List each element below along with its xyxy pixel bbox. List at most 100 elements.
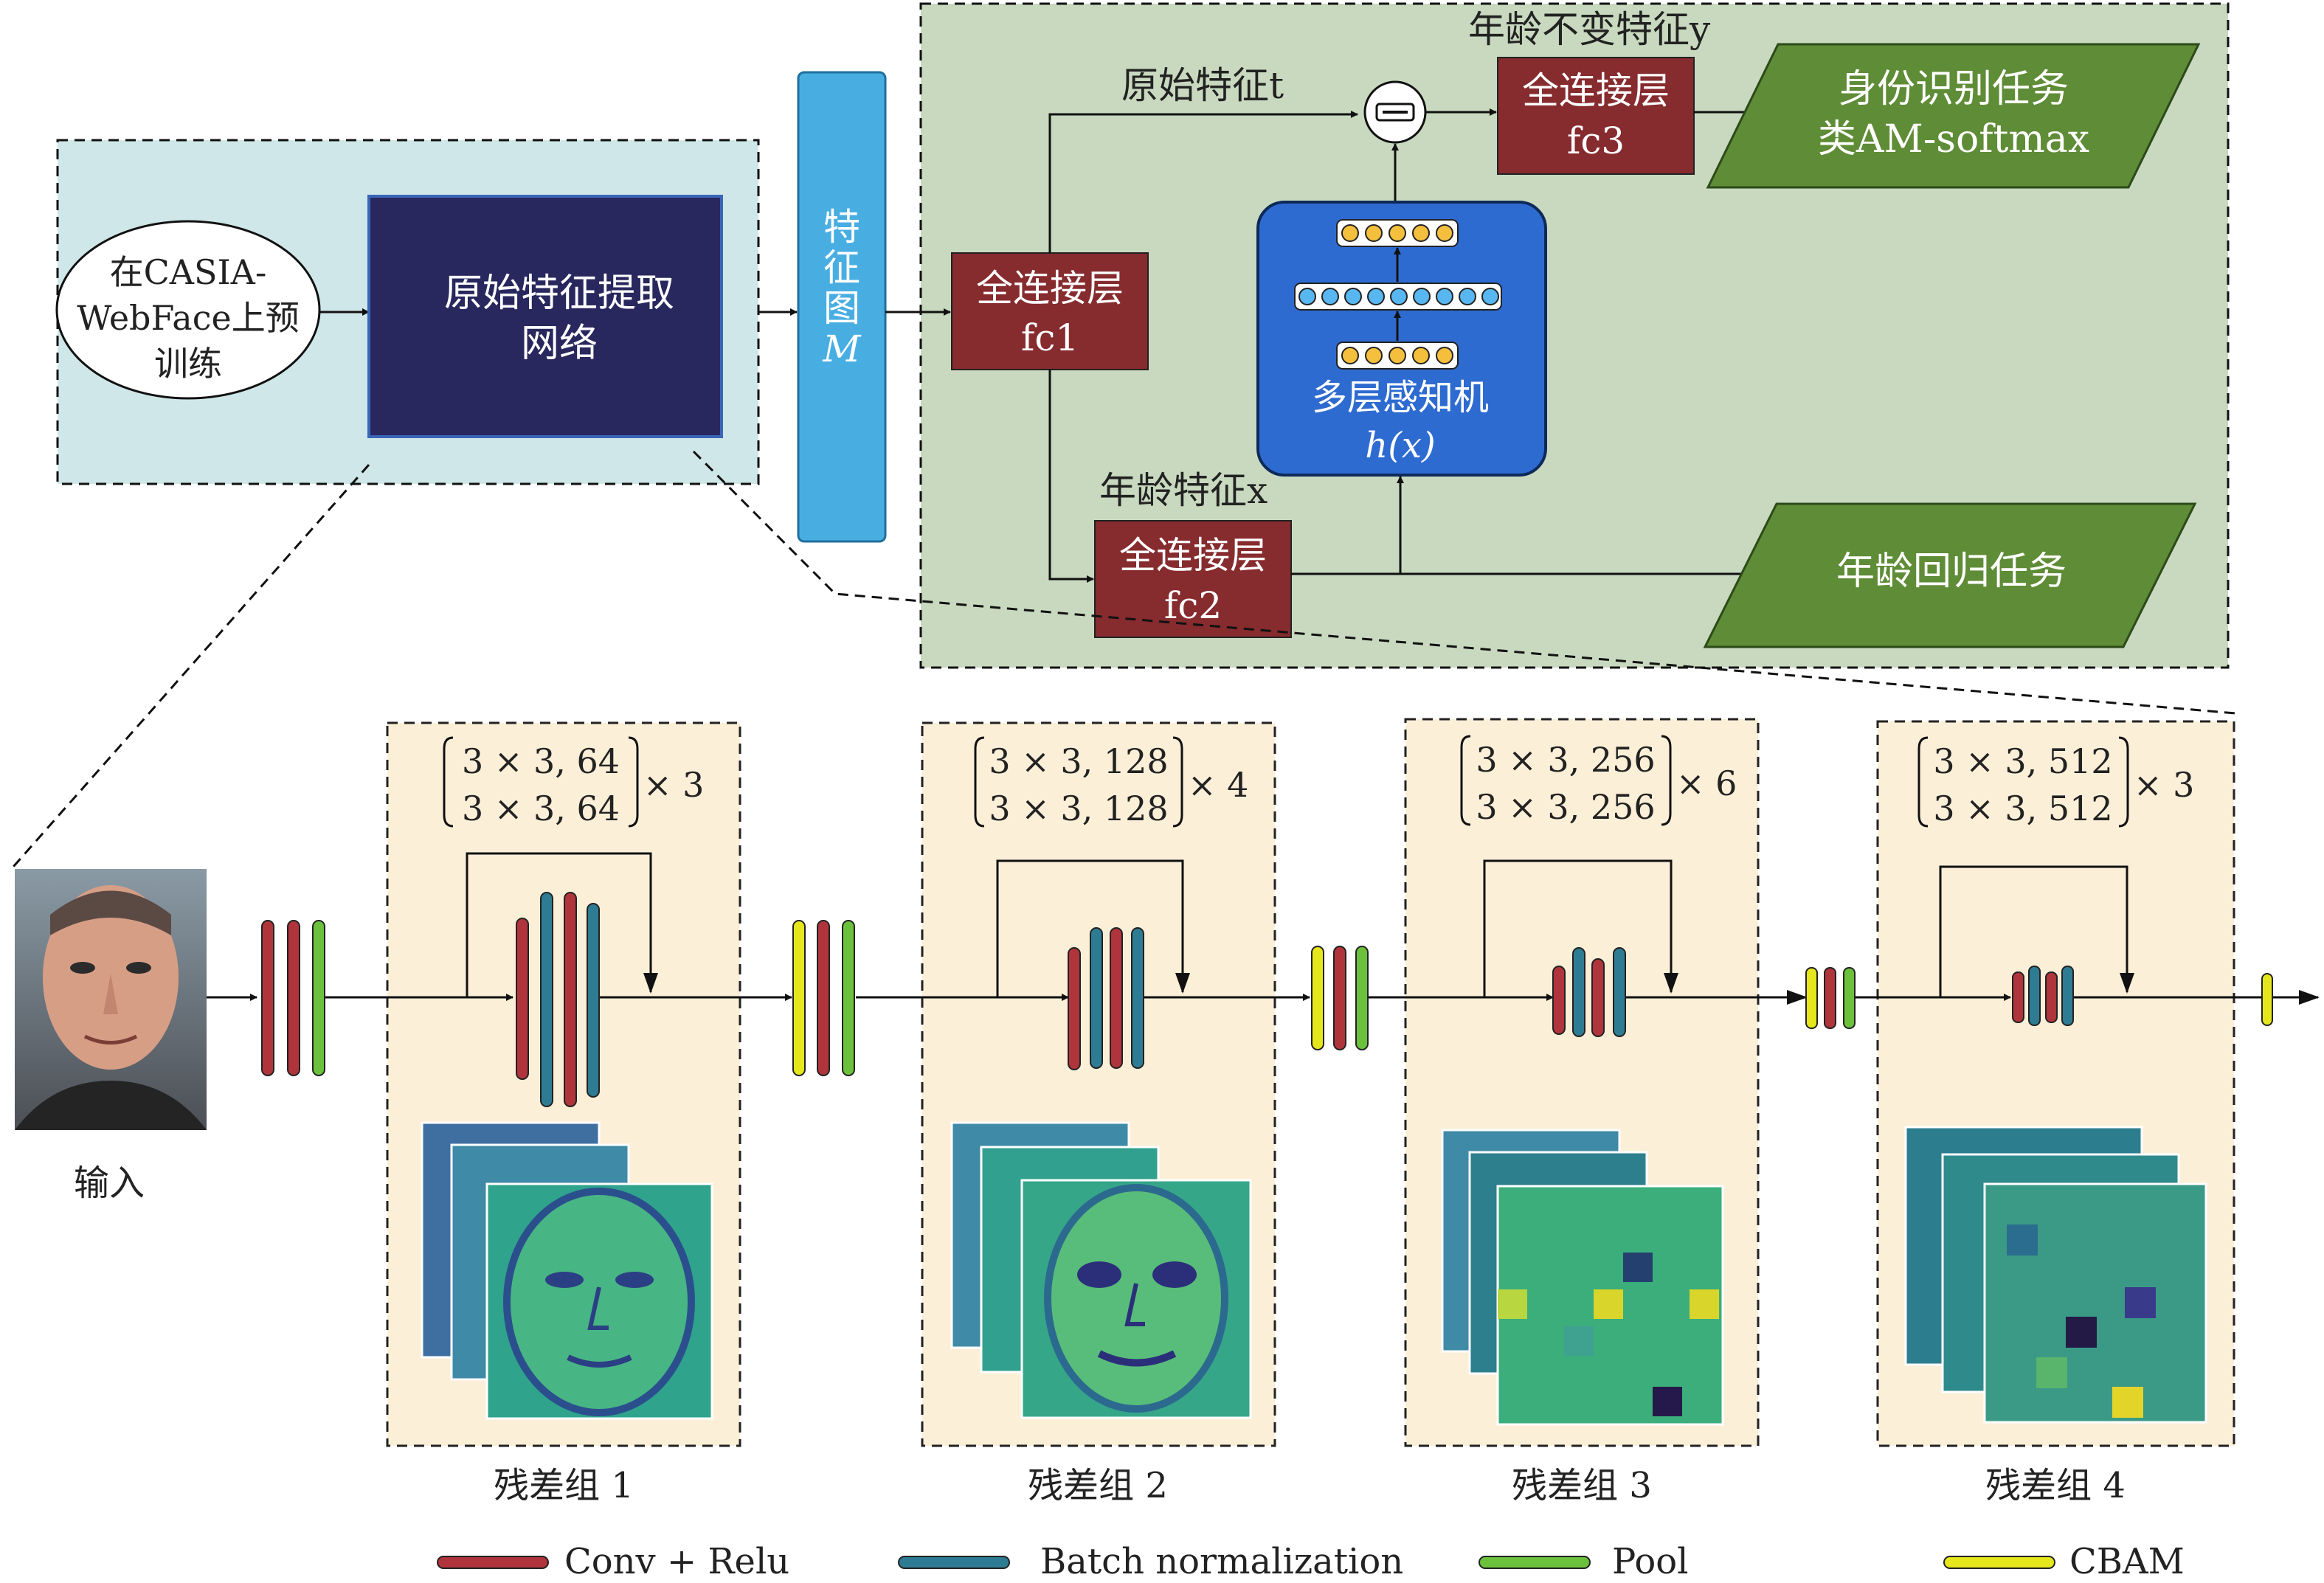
t3-cbam-bar (1805, 967, 1818, 1029)
g4-bn-bar-1 (2028, 966, 2041, 1026)
arrow-fc1-subtract (1048, 111, 1358, 253)
stem-pool-bar (312, 920, 325, 1076)
legend-swatch-batch-norm (898, 1556, 1010, 1569)
g2-conv-bar-1 (1068, 947, 1081, 1070)
group3-spec: 3 × 3, 256 3 × 3, 256 × 6 (1460, 735, 1737, 827)
pretrain-line1: 在CASIA- (110, 252, 267, 292)
extractor-line2: 网络 (521, 322, 598, 366)
fc2-line2: fc2 (1164, 584, 1222, 627)
legend-swatch-pool (1479, 1556, 1591, 1569)
feature-map-line4: M (822, 328, 862, 370)
t2-conv-bar (1333, 946, 1346, 1050)
transition1-layers (792, 920, 855, 1076)
group2-row1: 3 × 3, 128 (989, 741, 1168, 781)
extractor-line1: 原始特征提取 (444, 271, 674, 316)
g4-bn-bar-2 (2061, 966, 2074, 1026)
legend-swatch-cbam (1943, 1556, 2055, 1569)
g2-bn-bar-1 (1090, 927, 1103, 1069)
t2-cbam-bar (1311, 946, 1324, 1050)
group4-multiplier: × 3 (2134, 765, 2194, 805)
t1-cbam-bar (792, 920, 806, 1076)
t3-conv-bar (1824, 967, 1836, 1029)
input-face-image (15, 869, 207, 1130)
fc3-line2: fc3 (1567, 119, 1625, 162)
group1-row2: 3 × 3, 64 (462, 789, 620, 828)
group1-spec: 3 × 3, 64 3 × 3, 64 × 3 (443, 736, 704, 828)
stem-layers (261, 920, 325, 1076)
arrow-fc1-fc2 (1048, 370, 1094, 583)
label-raw-feature: 原始特征t (1121, 64, 1284, 107)
g4-conv-bar-1 (2012, 971, 2024, 1023)
mlp-line1: 多层感知机 (1312, 377, 1489, 418)
identity-line2: 类AM-softmax (1818, 117, 2089, 162)
group4-caption: 残差组 4 (1985, 1465, 2126, 1506)
g3-bn-bar-2 (1613, 947, 1626, 1037)
zoom-line-left (12, 464, 370, 867)
age-task-label: 年龄回归任务 (1836, 550, 2067, 594)
identity-task (1706, 43, 2201, 189)
feature-map-line3: 图 (823, 287, 860, 330)
group1-multiplier: × 3 (643, 765, 704, 805)
feature-map-line2: 征 (823, 246, 860, 289)
mlp-block (1256, 201, 1547, 477)
identity-line1: 身份识别任务 (1839, 67, 2069, 111)
fc3-block (1497, 57, 1695, 175)
mlp-line2: h(x) (1365, 425, 1435, 466)
g2-bn-bar-2 (1131, 927, 1144, 1069)
group2-multiplier: × 4 (1188, 765, 1248, 805)
group1-caption: 残差组 1 (494, 1465, 634, 1506)
legend-swatch-conv-relu (437, 1556, 549, 1569)
legend: Conv + Relu Batch normalization Pool CBA… (437, 1541, 2185, 1582)
g2-conv-bar-2 (1110, 927, 1123, 1069)
fc3-line1: 全连接层 (1522, 69, 1670, 112)
label-age-invariant: 年龄不变特征y (1468, 8, 1711, 51)
skip-connection-2 (996, 859, 1190, 997)
group1-layers (516, 892, 600, 1107)
group4-layers (2012, 966, 2074, 1026)
group2-feature-maps (950, 1121, 1252, 1419)
g3-conv-bar-2 (1591, 958, 1605, 1037)
group2-row2: 3 × 3, 128 (989, 789, 1168, 828)
skip-connection-3 (1483, 859, 1678, 997)
pretrain-ellipse (55, 220, 321, 400)
age-task (1703, 502, 2197, 648)
zoom-line-right (692, 450, 2236, 715)
legend-label-batch-norm: Batch normalization (1040, 1541, 1403, 1582)
fc2-line1: 全连接层 (1119, 534, 1267, 577)
skip-connection-4 (1939, 865, 2134, 997)
pretrain-line3: 训练 (154, 344, 222, 384)
group2-layers (1068, 927, 1144, 1070)
t1-conv-bar (817, 920, 830, 1076)
group3-caption: 残差组 3 (1512, 1465, 1652, 1506)
t2-pool-bar (1355, 946, 1369, 1050)
transition2-layers (1311, 946, 1369, 1050)
mlp-layer-bottom (1336, 342, 1459, 370)
legend-label-conv-relu: Conv + Relu (564, 1541, 789, 1582)
stem-conv-bar-1 (261, 920, 274, 1076)
group3-row2: 3 × 3, 256 (1476, 787, 1655, 827)
group4-spec: 3 × 3, 512 3 × 3, 512 × 3 (1917, 736, 2194, 828)
group3-layers (1552, 947, 1626, 1037)
input-label: 输入 (74, 1163, 145, 1204)
group3-feature-maps (1441, 1129, 1724, 1426)
fc1-block (951, 252, 1149, 370)
stem-conv-bar-2 (287, 920, 300, 1076)
label-age-feature: 年龄特征x (1099, 469, 1268, 512)
fc1-line2: fc1 (1021, 316, 1079, 359)
g3-bn-bar-1 (1572, 947, 1585, 1037)
raw-feature-extractor (367, 195, 723, 438)
group4-row1: 3 × 3, 512 (1933, 741, 2112, 781)
group3-row1: 3 × 3, 256 (1476, 740, 1655, 780)
group4-row2: 3 × 3, 512 (1933, 789, 2112, 828)
legend-label-pool: Pool (1612, 1541, 1689, 1582)
group4-feature-maps (1904, 1126, 2207, 1424)
feature-map-m (797, 71, 887, 543)
t1-pool-bar (842, 920, 855, 1076)
group2-spec: 3 × 3, 128 3 × 3, 128 × 4 (974, 736, 1248, 828)
mlp-layer-top (1336, 219, 1459, 247)
transition3-layers (1805, 967, 1856, 1029)
t3-pool-bar (1843, 967, 1856, 1029)
g3-conv-bar-1 (1552, 966, 1566, 1035)
g1-conv-bar-2 (564, 892, 577, 1107)
